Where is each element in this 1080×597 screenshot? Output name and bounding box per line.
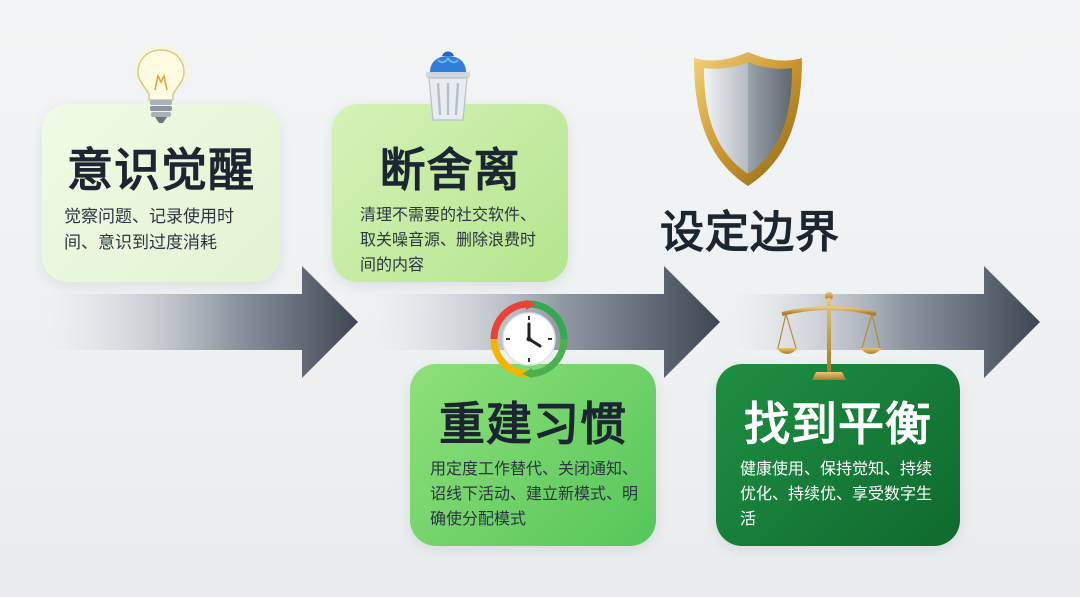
clock-refresh-icon	[490, 300, 568, 378]
step-title: 意识觉醒	[67, 143, 255, 197]
step-description: 用定度工作替代、关闭通知、诏线下活动、建立新模式、明确使分配模式	[430, 459, 639, 528]
balance-scale-icon	[776, 292, 882, 380]
arrow-segment-1	[40, 266, 358, 378]
step-description: 清理不需要的社交软件、取关噪音源、删除浪费时间的内容	[360, 205, 537, 274]
step-card-awareness: 意识觉醒 觉察问题、记录使用时间、意识到过度消耗	[42, 104, 280, 282]
shield-icon	[694, 52, 802, 186]
step-title: 断舍离	[379, 143, 521, 197]
step-title: 找到平衡	[744, 397, 932, 451]
step-card-balance: 找到平衡 健康使用、保持觉知、持续优化、持续优、享受数字生活	[716, 364, 960, 546]
step-card-rebuild-habits: 重建习惯 用定度工作替代、关闭通知、诏线下活动、建立新模式、明确使分配模式	[410, 364, 656, 546]
step-title-boundaries: 设定边界	[660, 207, 840, 258]
trash-can-icon	[426, 51, 470, 121]
step-card-declutter: 断舍离 清理不需要的社交软件、取关噪音源、删除浪费时间的内容	[332, 104, 568, 282]
step-description: 健康使用、保持觉知、持续优化、持续优、享受数字生活	[740, 459, 933, 528]
step-title: 重建习惯	[439, 397, 627, 451]
step-description: 觉察问题、记录使用时间、意识到过度消耗	[64, 207, 234, 253]
arrow-segment-3	[730, 266, 1040, 378]
lightbulb-icon	[133, 46, 189, 123]
